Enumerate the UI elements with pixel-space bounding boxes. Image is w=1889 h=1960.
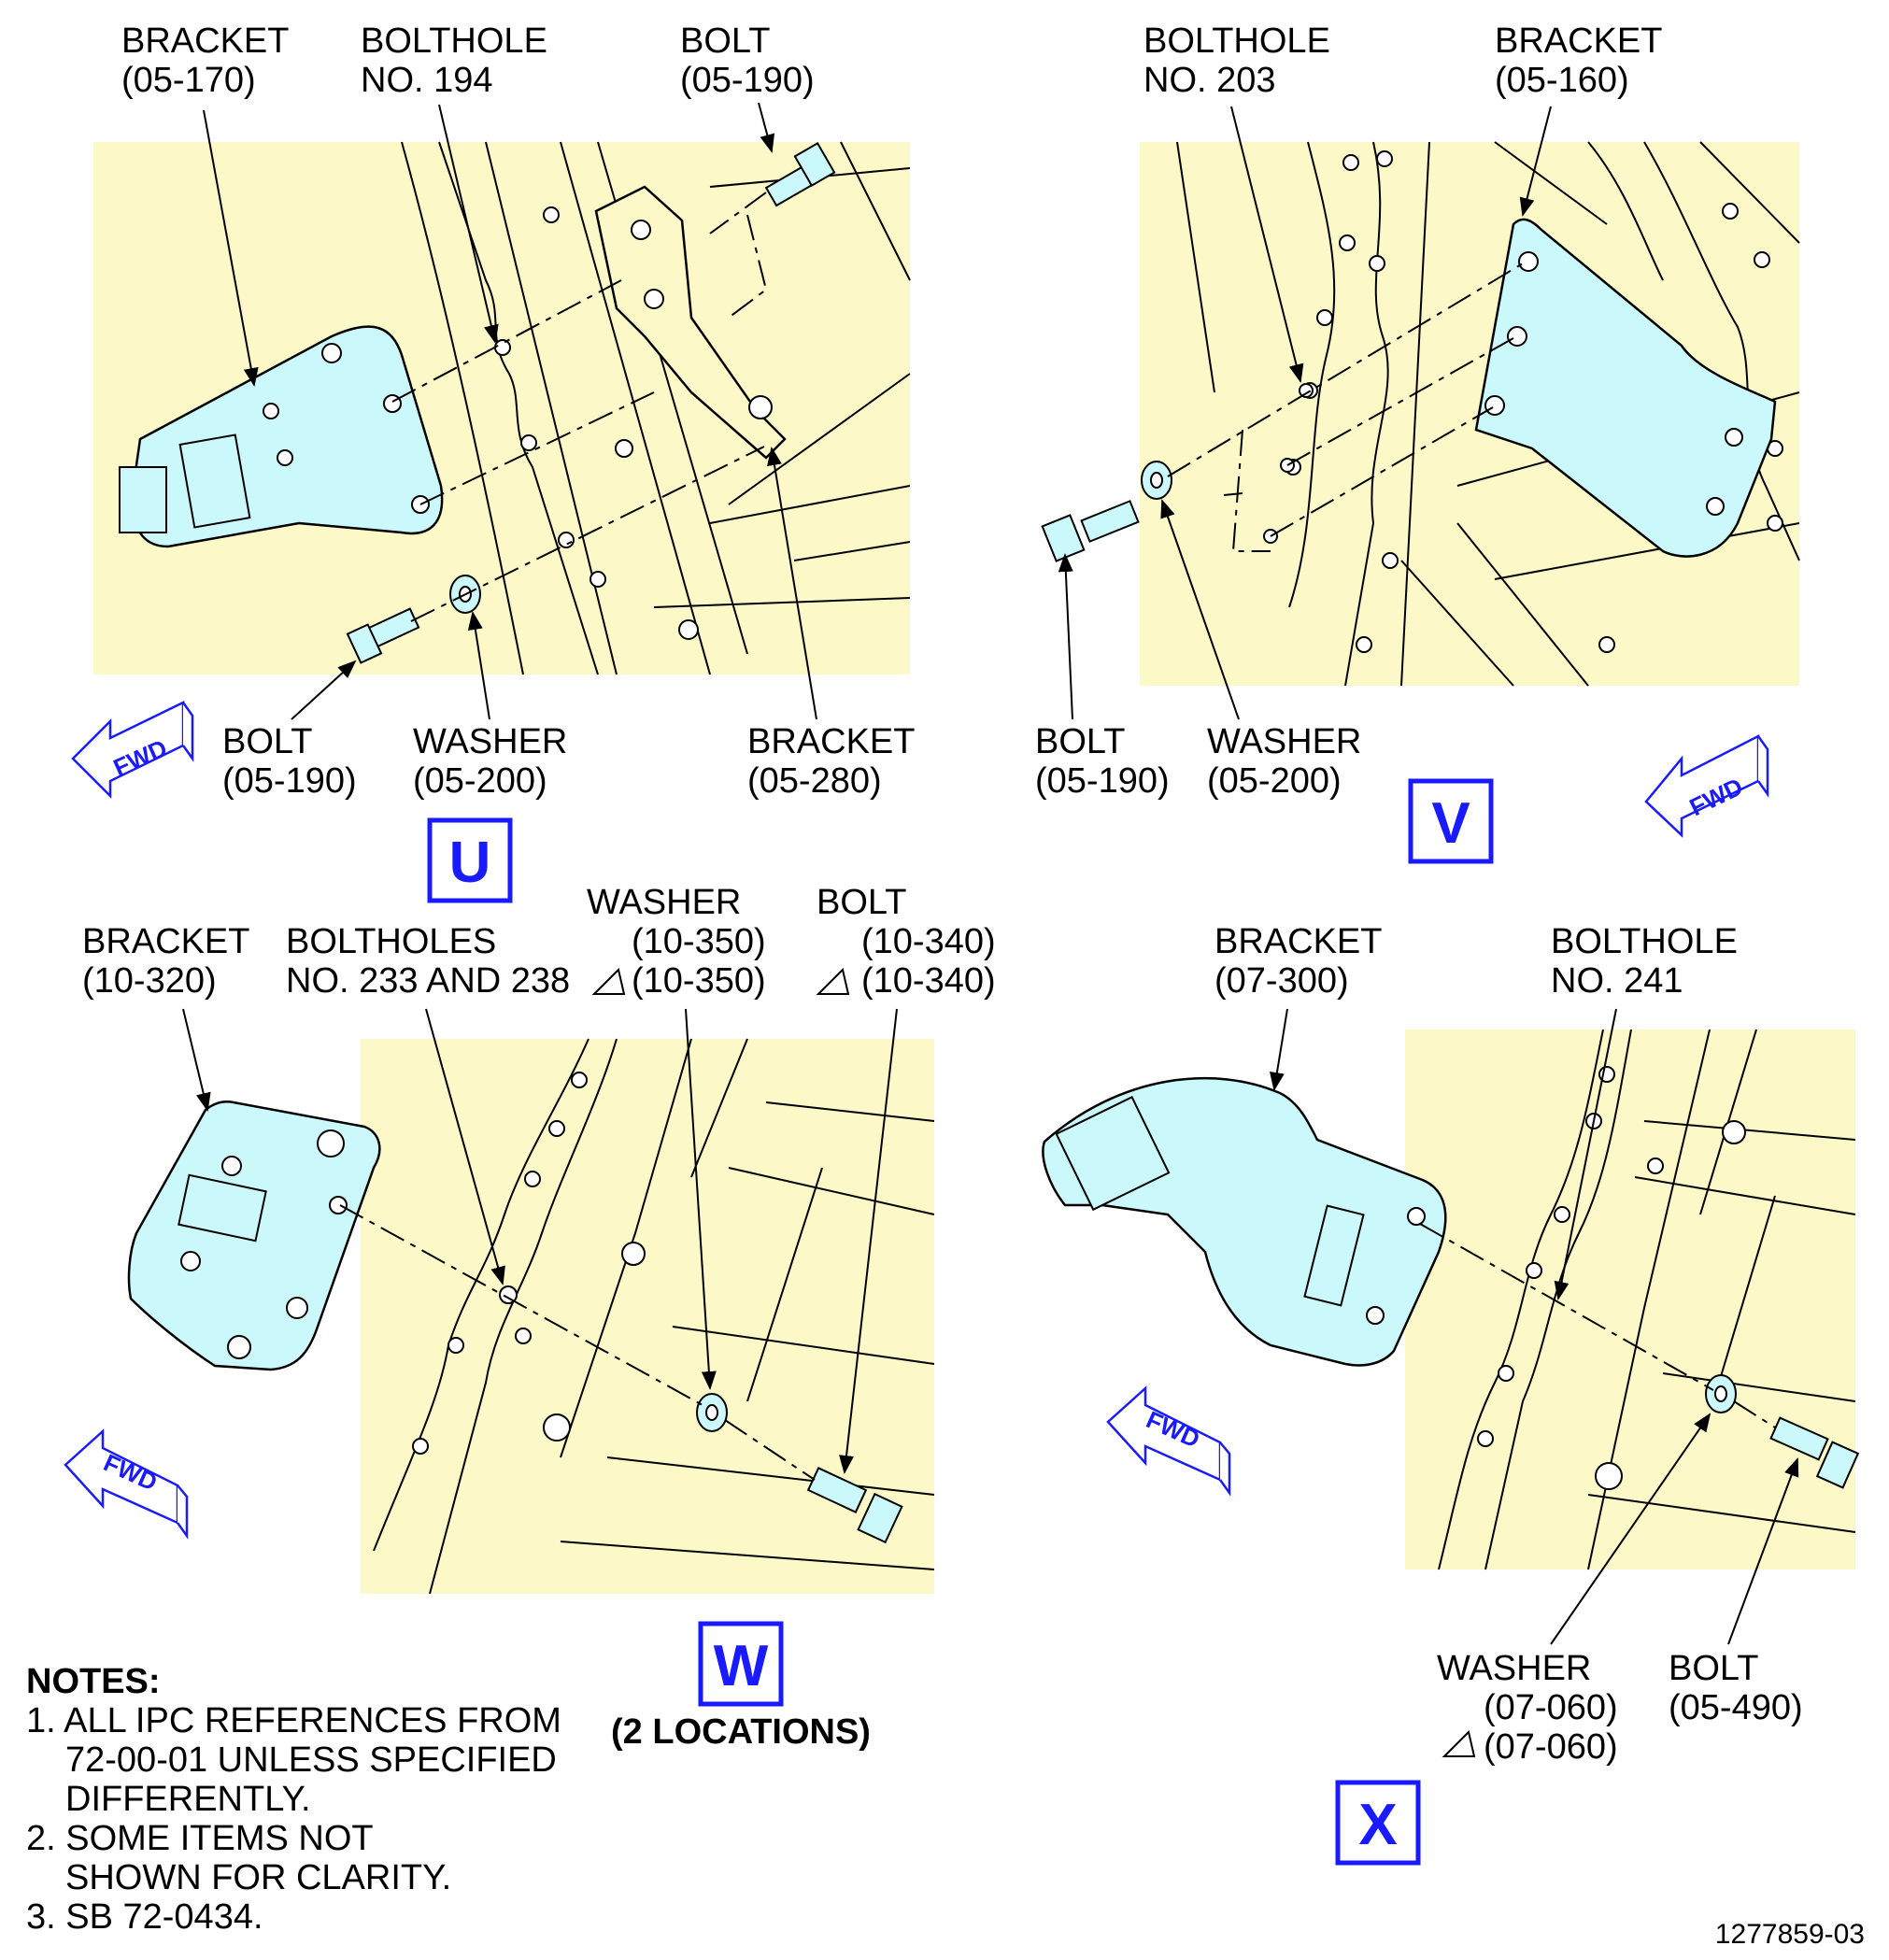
view-x: FWD BRACKET (07-300) BOLTHOLE NO. 241 WA… <box>1042 922 1860 1866</box>
view-v-washer <box>1141 461 1172 500</box>
label-w-bolt: BOLT (10-340) (10-340) <box>817 883 1005 1001</box>
view-w: FWD BRACKET (10-320) BOLTHOLES NO. 233 A… <box>64 883 1005 1752</box>
note-1-line-1: 1. ALL IPC REFERENCES FROM <box>26 1701 561 1740</box>
view-v: FWD BOLTHOLE NO. 203 BRACKET (05-160) BO… <box>1035 21 1800 864</box>
view-x-fwd-arrow: FWD <box>1106 1385 1231 1497</box>
label-bracket-05-170: BRACKET (05-170) <box>121 21 298 100</box>
bracket-05-160-shape <box>1474 218 1777 558</box>
label-bolthole-194: BOLTHOLE NO. 194 <box>361 21 557 100</box>
view-w-background <box>361 1039 934 1594</box>
label-bracket-10-320: BRACKET (10-320) <box>82 922 259 1001</box>
view-x-leaders <box>1269 1008 1799 1645</box>
label-washer: WASHER (05-200) <box>413 722 577 801</box>
view-v-centerlines <box>1167 263 1524 552</box>
view-w-centerlines <box>339 1204 816 1481</box>
label-bracket-05-160: BRACKET (05-160) <box>1495 21 1671 100</box>
figure-number: 1277859-03 <box>1715 1919 1865 1950</box>
notes-block: NOTES: 1. ALL IPC REFERENCES FROM 72-00-… <box>26 1662 561 1937</box>
view-u-holes <box>494 206 699 640</box>
view-v-callout-box <box>1408 778 1494 864</box>
view-u-callout: U <box>449 831 491 895</box>
view-u-structure <box>401 141 911 675</box>
view-x-centerlines <box>1419 1223 1776 1428</box>
view-x-callout-box <box>1335 1780 1421 1866</box>
view-x-background <box>1405 1030 1855 1569</box>
view-w-callout-box <box>698 1621 784 1707</box>
view-u-callout-box <box>427 817 513 903</box>
label-bolt-top: BOLT (05-190) <box>680 21 815 100</box>
view-u-bolt-top <box>764 142 836 207</box>
view-x-structure <box>1438 1029 1856 1570</box>
label-bolthole-241: BOLTHOLE NO. 241 <box>1551 922 1747 1001</box>
note-3: 3. SB 72-0434. <box>26 1897 263 1937</box>
bracket-05-170-shape <box>129 325 444 548</box>
view-u-bolt-bottom <box>346 607 420 664</box>
sb-effectivity-mark-w <box>591 968 850 995</box>
note-1-line-3: DIFFERENTLY. <box>65 1780 311 1819</box>
note-2-line-2: SHOWN FOR CLARITY. <box>65 1858 451 1897</box>
view-x-callout: X <box>1358 1793 1397 1857</box>
label-w-washer: WASHER (10-350) (10-350) <box>587 883 775 1001</box>
note-2-line-1: 2. SOME ITEMS NOT <box>26 1819 374 1858</box>
label-bolthole-203: BOLTHOLE NO. 203 <box>1143 21 1340 100</box>
label-v-bolt: BOLT (05-190) <box>1035 722 1170 801</box>
label-bracket-07-300: BRACKET (07-300) <box>1214 922 1391 1001</box>
view-v-structure <box>1176 141 1800 687</box>
notes-title: NOTES: <box>26 1662 161 1701</box>
label-x-washer: WASHER (07-060) (07-060) <box>1437 1649 1627 1767</box>
bracket-05-280-shape <box>594 185 787 460</box>
view-u-fwd-arrow: FWD <box>71 701 194 800</box>
view-u: FWD BRACKET (05-170) BOLTHOLE NO. 194 BO… <box>71 21 924 903</box>
view-w-subtitle: (2 LOCATIONS) <box>611 1712 871 1752</box>
bracket-10-320-shape <box>127 1101 381 1371</box>
sb-effectivity-mark-x <box>1442 1730 1476 1757</box>
view-w-leaders <box>182 1008 898 1474</box>
view-w-holes <box>412 1072 646 1455</box>
view-u-leaders <box>203 102 817 720</box>
view-w-callout: W <box>714 1634 769 1698</box>
view-w-washer <box>696 1393 728 1432</box>
label-bracket-05-280: BRACKET (05-280) <box>747 722 924 801</box>
note-1-line-2: 72-00-01 UNLESS SPECIFIED <box>65 1740 557 1780</box>
view-w-fwd-arrow: FWD <box>64 1428 189 1540</box>
view-x-washer <box>1705 1374 1737 1413</box>
label-boltholes-233-238: BOLTHOLES NO. 233 AND 238 <box>286 922 570 1001</box>
view-v-fwd-arrow: FWD <box>1644 733 1769 838</box>
view-w-structure <box>373 1038 935 1595</box>
view-v-holes <box>1285 150 1783 653</box>
view-v-callout: V <box>1431 791 1470 856</box>
label-bolt-bottom: BOLT (05-190) <box>222 722 357 801</box>
view-v-bolt <box>1041 500 1140 562</box>
view-x-bolt <box>1769 1416 1860 1489</box>
label-v-washer: WASHER (05-200) <box>1207 722 1371 801</box>
view-v-leaders <box>1058 106 1552 720</box>
view-u-centerlines <box>391 192 768 622</box>
label-x-bolt: BOLT (05-490) <box>1669 1649 1803 1727</box>
